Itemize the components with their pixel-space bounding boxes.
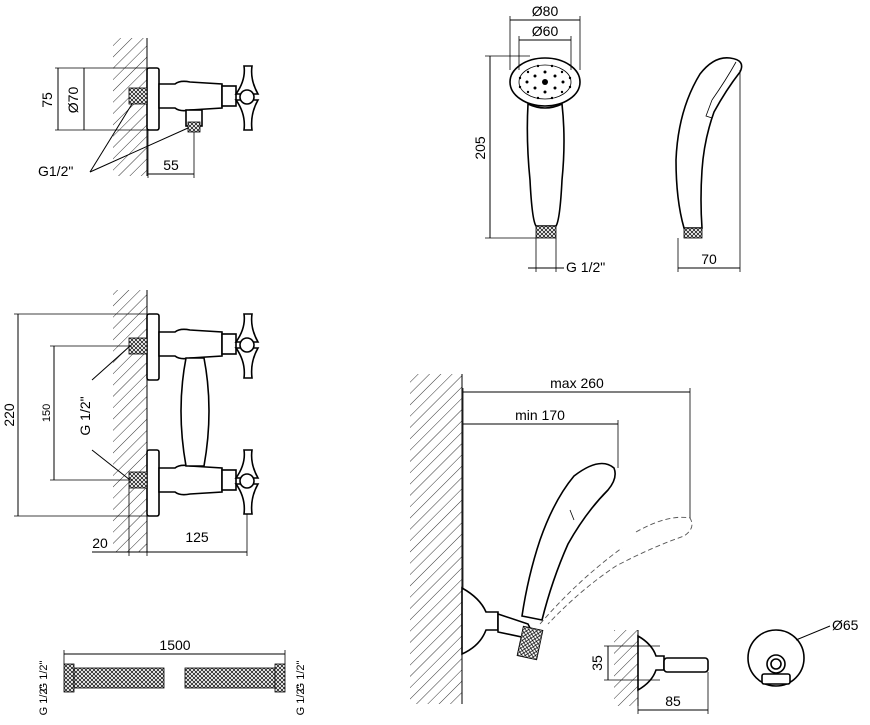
dim-20: 20: [92, 535, 108, 551]
shower-handle: [526, 102, 565, 227]
single-valve-view: 75 Ø70 55 G1/2": [38, 38, 260, 179]
mixer-connecting-body: [180, 357, 210, 467]
mixer-lower-body: [158, 464, 223, 496]
hose-view: 1500 G 1/2" G 1/2" G 1/2" G 1/2": [38, 637, 307, 715]
wall-hatch-holder: [410, 374, 462, 704]
holder-detail-flange: [637, 634, 665, 692]
label-g12-shower: G 1/2": [566, 259, 605, 275]
hose-right-segment: [184, 667, 276, 689]
dim-1500: 1500: [159, 637, 190, 653]
dim-max-260: max 260: [550, 375, 604, 391]
valve-body: [158, 80, 223, 112]
wall-flange: [146, 67, 160, 131]
upper-handle-hub: [239, 337, 255, 353]
dim-85: 85: [665, 693, 681, 709]
dim-d65: Ø65: [832, 617, 859, 633]
handle-hub: [239, 89, 255, 105]
thread-g12: [128, 87, 148, 105]
hose-nut-right: [274, 663, 286, 693]
holder-detail-front: Ø65: [747, 617, 859, 687]
hand-shower-side: 70: [675, 57, 743, 272]
spray-nozzles: [518, 64, 572, 100]
shower-max-position: [547, 516, 693, 625]
label-g12-mixer: G 1/2": [77, 396, 93, 435]
holder-detail-side: 35 85: [589, 630, 709, 714]
label-g12-hose-left-2: G 1/2": [38, 685, 50, 716]
holder-cone: [516, 625, 544, 661]
dim-min-170: min 170: [515, 407, 565, 423]
dim-150: 150: [41, 404, 53, 422]
dim-75: 75: [39, 92, 55, 108]
shower-thread: [535, 225, 557, 239]
dim-55: 55: [163, 157, 179, 173]
dim-35: 35: [589, 655, 605, 671]
mixer-upper-body: [158, 328, 223, 360]
dim-205: 205: [472, 136, 488, 160]
wall-holder-view: max 260 min 170: [410, 374, 693, 704]
dim-125: 125: [185, 529, 209, 545]
valve-stem: [221, 85, 237, 107]
label-g12-hose-right-2: G 1/2": [295, 685, 307, 716]
dim-70: 70: [701, 251, 717, 267]
dim-d70: Ø70: [65, 87, 81, 114]
holder-detail-arm: [663, 657, 709, 673]
dim-d60: Ø60: [532, 23, 559, 39]
wall-hatch-mixer: [113, 290, 147, 552]
handle-lower: [234, 99, 260, 131]
dim-220: 220: [1, 403, 17, 427]
handle-upper: [234, 65, 260, 95]
shower-side-profile: [675, 57, 743, 229]
hose-left-segment: [73, 667, 165, 689]
label-g12-hose-left-1: G 1/2": [38, 661, 50, 692]
hose-nut-left: [63, 663, 75, 693]
holder-flange: [461, 586, 499, 656]
shower-min-position: [521, 462, 616, 621]
hand-shower-front: Ø80 Ø60 205 G 1/2": [472, 3, 605, 275]
mixer-view: 220 150 G 1/2" 20 125: [1, 290, 260, 556]
lower-handle-hub: [239, 473, 255, 489]
dim-d80: Ø80: [532, 3, 559, 19]
label-g12-hose-right-1: G 1/2": [295, 661, 307, 692]
label-g12-valve: G1/2": [38, 163, 73, 179]
